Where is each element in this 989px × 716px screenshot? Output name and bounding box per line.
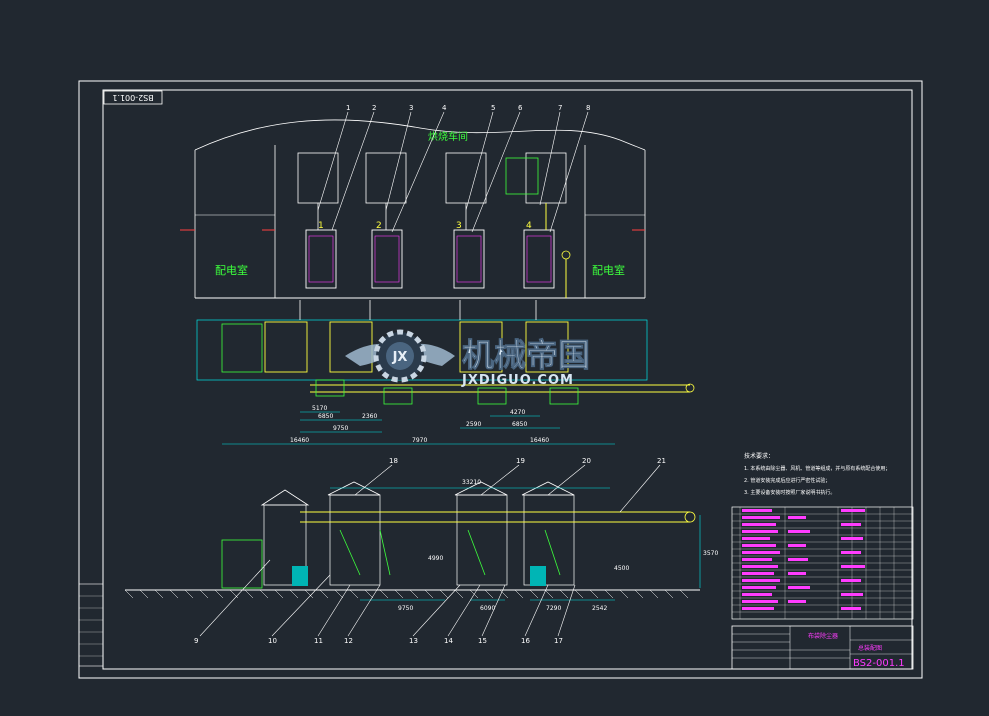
balloon-10: 10 bbox=[268, 637, 277, 645]
furnace-unit-1: 1 bbox=[297, 152, 339, 289]
room-label-right: 配电室 bbox=[592, 263, 625, 277]
drawing-number-box-top bbox=[103, 90, 163, 105]
drawing-number-bottom: BS2-001.1 bbox=[853, 658, 905, 669]
plan-dim-4: 2360 bbox=[362, 413, 377, 420]
notes-title: 技术要求： bbox=[744, 452, 774, 460]
balloon-14: 14 bbox=[444, 637, 453, 645]
plan-dim-6: 6850 bbox=[512, 421, 527, 428]
elev-dim-2: 9750 bbox=[398, 605, 413, 612]
furnace-number-1: 1 bbox=[318, 221, 324, 231]
plan-dim-5: 4270 bbox=[510, 409, 525, 416]
balloon-11: 11 bbox=[314, 637, 323, 645]
room-label-top: 烘烧车间 bbox=[428, 130, 468, 143]
note-2: 2. 管道安装完成后应进行严密性试验； bbox=[744, 477, 830, 484]
balloons-bottom: 9 10 11 12 13 14 15 16 17 bbox=[194, 559, 576, 645]
elev-dim-3: 6090 bbox=[480, 605, 495, 612]
watermark-title: 机械帝国 bbox=[462, 336, 590, 374]
title-block-name: 布袋除尘器 bbox=[808, 632, 838, 640]
drawing-number-top: BS2-001.1 bbox=[112, 93, 153, 102]
balloon-18: 18 bbox=[389, 457, 398, 465]
balloon-15: 15 bbox=[478, 637, 487, 645]
building-section: 烘烧车间 配电室 配电室 bbox=[180, 119, 646, 299]
revision-table bbox=[78, 583, 104, 667]
furnace-number-2: 2 bbox=[376, 221, 382, 231]
balloon-8: 8 bbox=[586, 104, 590, 112]
balloon-4: 4 bbox=[442, 104, 447, 112]
plan-dim-3: 9750 bbox=[333, 425, 348, 432]
room-label-left: 配电室 bbox=[215, 263, 248, 277]
elevation-view: 33210 9750 6090 7290 2542 3570 4990 4500 bbox=[124, 479, 718, 612]
elev-dim-1: 33210 bbox=[462, 479, 481, 486]
balloon-3: 3 bbox=[409, 104, 413, 112]
parts-list-table bbox=[731, 506, 914, 620]
outer-frame bbox=[78, 80, 923, 679]
furnace-unit-2: 2 bbox=[365, 152, 407, 289]
plan-dim-2: 6850 bbox=[318, 413, 333, 420]
balloon-13: 13 bbox=[409, 637, 418, 645]
balloon-17: 17 bbox=[554, 637, 563, 645]
balloon-2: 2 bbox=[372, 104, 376, 112]
watermark: JX 机械帝国 JXDIGUO.COM bbox=[345, 329, 590, 388]
balloons-top: 1 2 3 4 5 6 7 8 bbox=[317, 104, 590, 233]
elev-dim-5: 2542 bbox=[592, 605, 607, 612]
watermark-emblem: JX bbox=[392, 350, 408, 365]
balloon-7: 7 bbox=[558, 104, 562, 112]
plan-view: 5170 6850 9750 2360 4270 6850 2590 16460… bbox=[196, 300, 695, 445]
elev-dim-7: 4990 bbox=[428, 555, 443, 562]
balloon-19: 19 bbox=[516, 457, 525, 465]
balloon-20: 20 bbox=[582, 457, 591, 465]
balloon-9: 9 bbox=[194, 637, 198, 645]
plan-dim-7: 2590 bbox=[466, 421, 481, 428]
technical-notes: 技术要求： 1. 本系统由除尘器、风机、管道等组成，并与原有系统配合使用； 2.… bbox=[744, 452, 890, 496]
furnace-unit-3: 3 bbox=[445, 152, 487, 289]
furnace-number-4: 4 bbox=[526, 221, 532, 231]
balloon-1: 1 bbox=[346, 104, 350, 112]
title-block: 布袋除尘器 总装配图 BS2-001.1 bbox=[731, 625, 914, 670]
balloon-12: 12 bbox=[344, 637, 353, 645]
balloon-16: 16 bbox=[521, 637, 530, 645]
elev-dim-6: 3570 bbox=[703, 550, 718, 557]
title-block-company: 总装配图 bbox=[858, 644, 882, 652]
furnace-number-3: 3 bbox=[456, 221, 462, 231]
inner-frame bbox=[102, 89, 913, 670]
furnace-unit-4: 4 bbox=[505, 152, 571, 298]
balloon-21: 21 bbox=[657, 457, 666, 465]
note-3: 3. 主要设备安装时按照厂家说明书执行。 bbox=[744, 489, 835, 496]
note-1: 1. 本系统由除尘器、风机、管道等组成，并与原有系统配合使用； bbox=[744, 465, 890, 472]
balloon-5: 5 bbox=[491, 104, 495, 112]
plan-dim-8: 16460 bbox=[290, 437, 309, 444]
plan-dim-10: 16460 bbox=[530, 437, 549, 444]
elev-dim-8: 4500 bbox=[614, 565, 629, 572]
plan-dim-9: 7970 bbox=[412, 437, 427, 444]
balloons-side: 18 19 20 21 bbox=[354, 457, 666, 513]
elev-dim-4: 7290 bbox=[546, 605, 561, 612]
plan-dim-1: 5170 bbox=[312, 405, 327, 412]
balloon-6: 6 bbox=[518, 104, 523, 112]
watermark-url: JXDIGUO.COM bbox=[461, 373, 574, 388]
